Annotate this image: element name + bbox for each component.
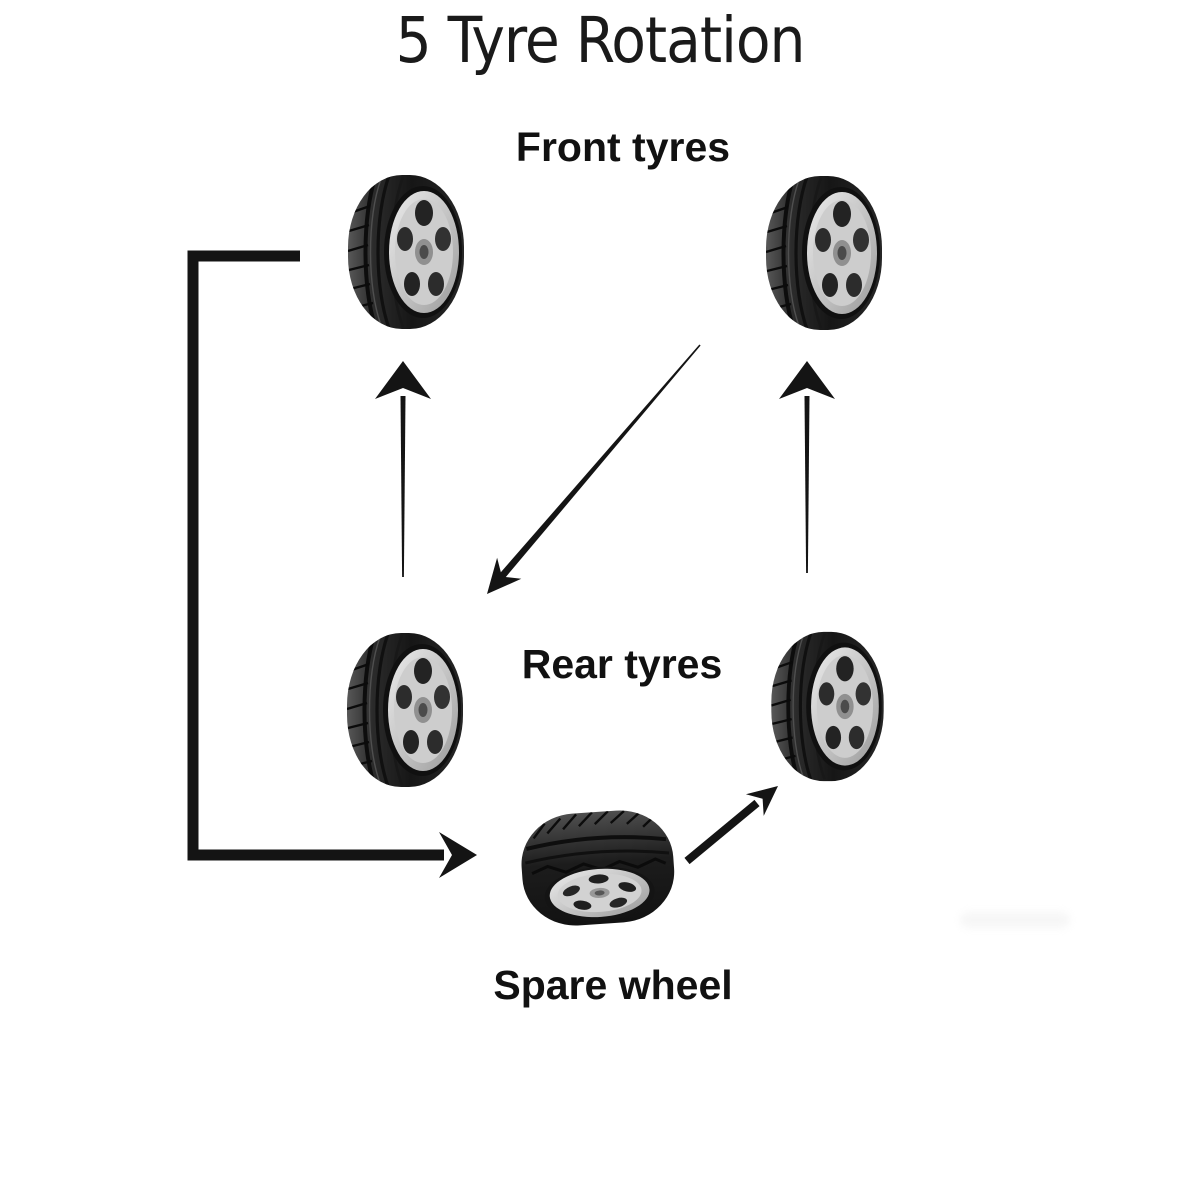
rear-right-tyre-image — [768, 630, 887, 783]
spare-wheel-image — [518, 806, 678, 934]
front-tyres-label: Front tyres — [515, 124, 731, 170]
rear-left-tyre-image — [345, 630, 465, 790]
arrow-front-right-to-rear-left — [487, 344, 701, 594]
arrow-spare-to-rear-right — [684, 786, 778, 865]
arrow-rear-left-to-front-left — [375, 361, 431, 577]
arrow-rear-right-to-front-right — [779, 361, 835, 573]
spare-wheel-label: Spare wheel — [493, 962, 733, 1008]
front-right-tyre-image — [764, 174, 884, 332]
rear-tyres-label: Rear tyres — [521, 641, 723, 687]
page-title: 5 Tyre Rotation — [395, 4, 806, 77]
faint-artifact — [960, 912, 1070, 928]
arrow-front-left-to-spare — [187, 250, 477, 878]
front-left-tyre-image — [346, 173, 466, 331]
